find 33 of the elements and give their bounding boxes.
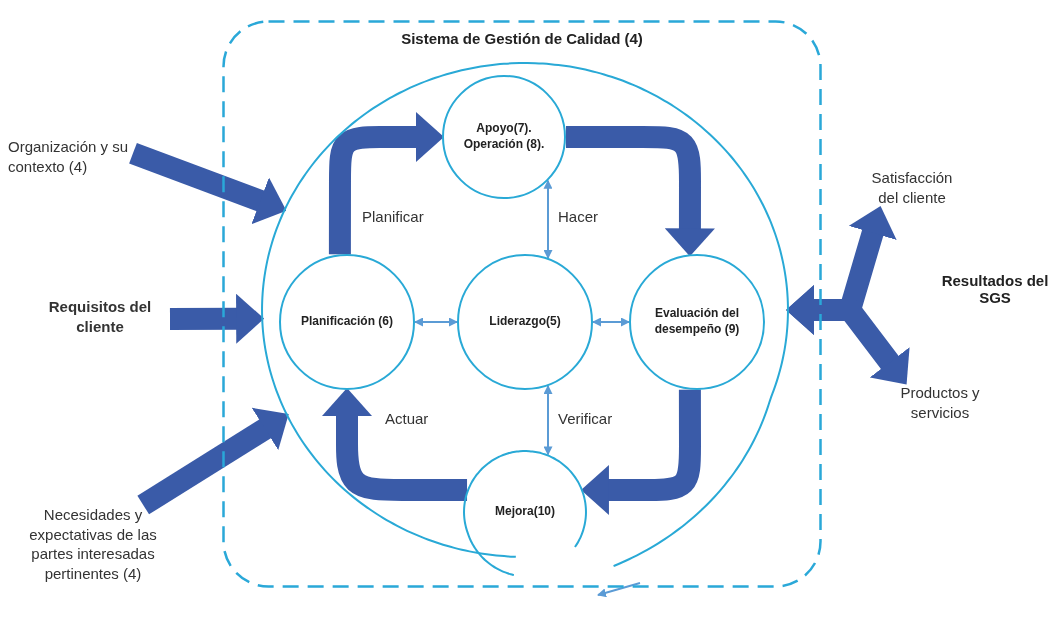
text-label: Necesidades y expectativas de las partes interesadas pertinentes (4): [28, 505, 158, 583]
text-label: Actuar: [385, 410, 429, 427]
block-arrow: [137, 407, 289, 515]
block-arrow: [129, 142, 287, 225]
circle-label: Planificación (6): [301, 314, 393, 330]
text-label: Satisfacción del cliente: [862, 168, 962, 207]
text-label: Productos y servicios: [880, 383, 1000, 422]
process-circle: [629, 254, 765, 390]
block-arrow: [786, 285, 910, 385]
text-label: Requisitos del cliente: [30, 297, 170, 336]
block-arrow: [566, 126, 715, 257]
block-arrow: [580, 388, 701, 515]
text-label: Resultados del SGS: [940, 272, 1050, 306]
block-arrow: [169, 293, 265, 344]
circle-label: Mejora(10): [495, 504, 555, 520]
circle-label: Apoyo(7). Operación (8).: [462, 121, 546, 153]
text-label: Verificar: [558, 410, 613, 427]
text-label: Hacer: [558, 208, 598, 225]
circle-label: Evaluación del desempeño (9): [653, 306, 741, 338]
block-arrow: [322, 388, 468, 501]
process-circle: [442, 75, 566, 199]
process-circle: [457, 254, 593, 390]
system-boundary: [222, 20, 822, 588]
double-arrow: [543, 179, 553, 259]
process-circle: [279, 254, 415, 390]
double-arrow: [543, 385, 553, 456]
circle-label: Liderazgo(5): [489, 314, 561, 330]
double-arrow: [592, 317, 630, 327]
boundary-title: Sistema de Gestión de Calidad (4): [400, 30, 644, 47]
text-label: Organización y su contexto (4): [8, 137, 133, 176]
text-label: Planificar: [362, 208, 424, 225]
double-arrow: [414, 317, 458, 327]
block-arrow: [328, 112, 444, 255]
